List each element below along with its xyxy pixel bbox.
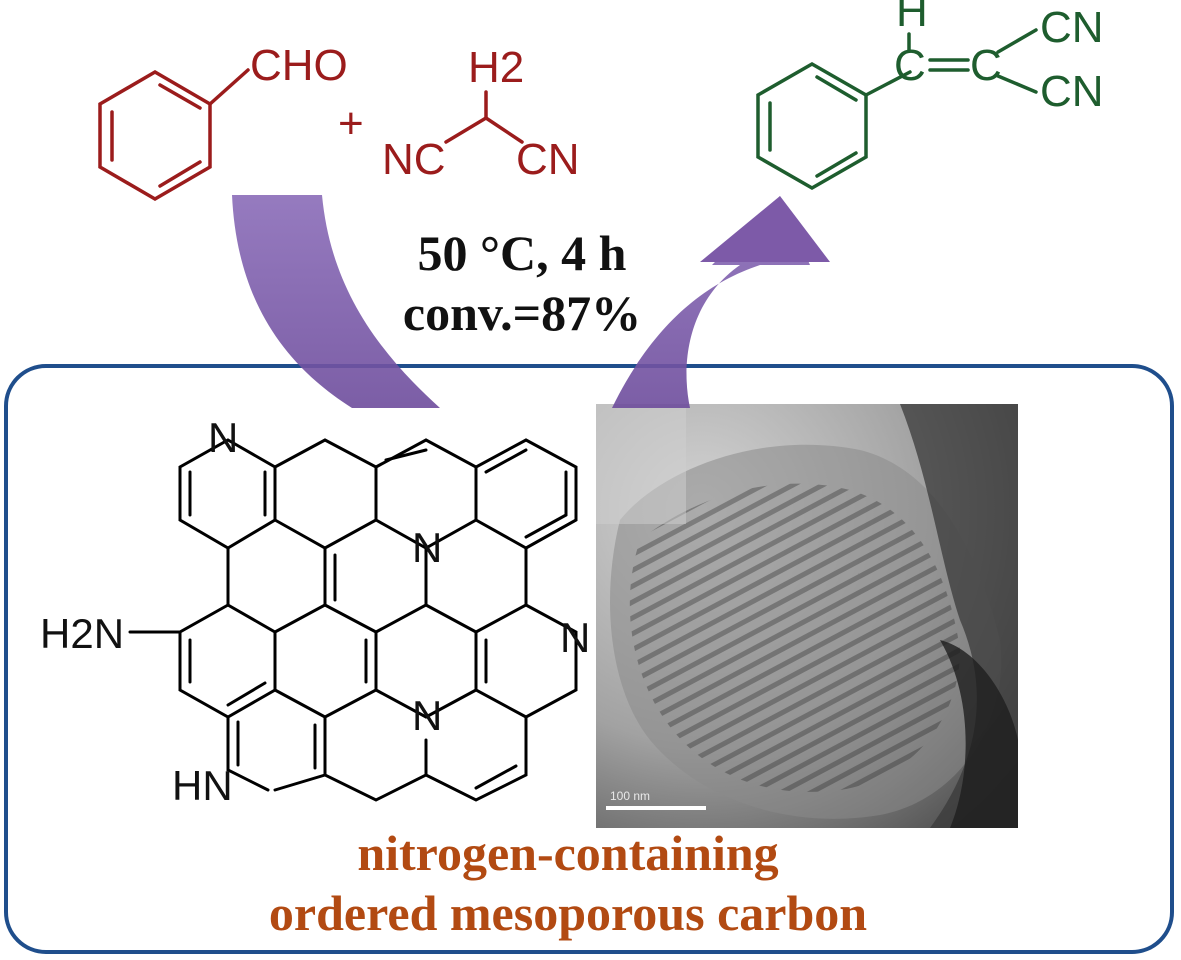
malononitrile: H2 NC CN bbox=[382, 43, 580, 184]
scale-bar-label: 100 nm bbox=[610, 789, 650, 803]
benzaldehyde: CHO bbox=[98, 41, 348, 202]
product-cn-bottom: CN bbox=[1040, 67, 1104, 116]
arrow-in-body bbox=[232, 195, 440, 408]
tem-micrograph: 100 nm bbox=[596, 404, 1018, 828]
product-benzylidenemalononitrile: H C C CN CN bbox=[756, 0, 1104, 191]
malononitrile-cn: CN bbox=[516, 135, 580, 184]
aldehyde-label: CHO bbox=[250, 41, 348, 90]
product-h: H bbox=[896, 0, 928, 36]
caption-line2: ordered mesoporous carbon bbox=[269, 885, 867, 941]
catalyst-frame bbox=[4, 364, 1174, 954]
product-c1: C bbox=[894, 41, 926, 90]
n-right: N bbox=[560, 614, 590, 661]
pyrrole-nh-label: HN bbox=[172, 762, 233, 809]
conditions-line1: 50 °C, 4 h bbox=[418, 225, 627, 281]
n-top-left: N bbox=[208, 414, 238, 461]
product-cn-top: CN bbox=[1040, 3, 1104, 52]
caption-line1: nitrogen-containing bbox=[357, 825, 778, 881]
malononitrile-h2: H2 bbox=[468, 43, 524, 92]
product-c2: C bbox=[970, 41, 1002, 90]
plus-sign: + bbox=[338, 99, 364, 148]
n-center-top: N bbox=[412, 524, 442, 571]
conditions-line2: conv.=87% bbox=[403, 285, 641, 341]
n-center-bottom: N bbox=[412, 692, 442, 739]
arrow-out-head bbox=[700, 196, 830, 262]
n-doped-carbon-structure bbox=[128, 438, 578, 802]
malononitrile-nc: NC bbox=[382, 135, 446, 184]
amine-label: H2N bbox=[40, 610, 124, 657]
